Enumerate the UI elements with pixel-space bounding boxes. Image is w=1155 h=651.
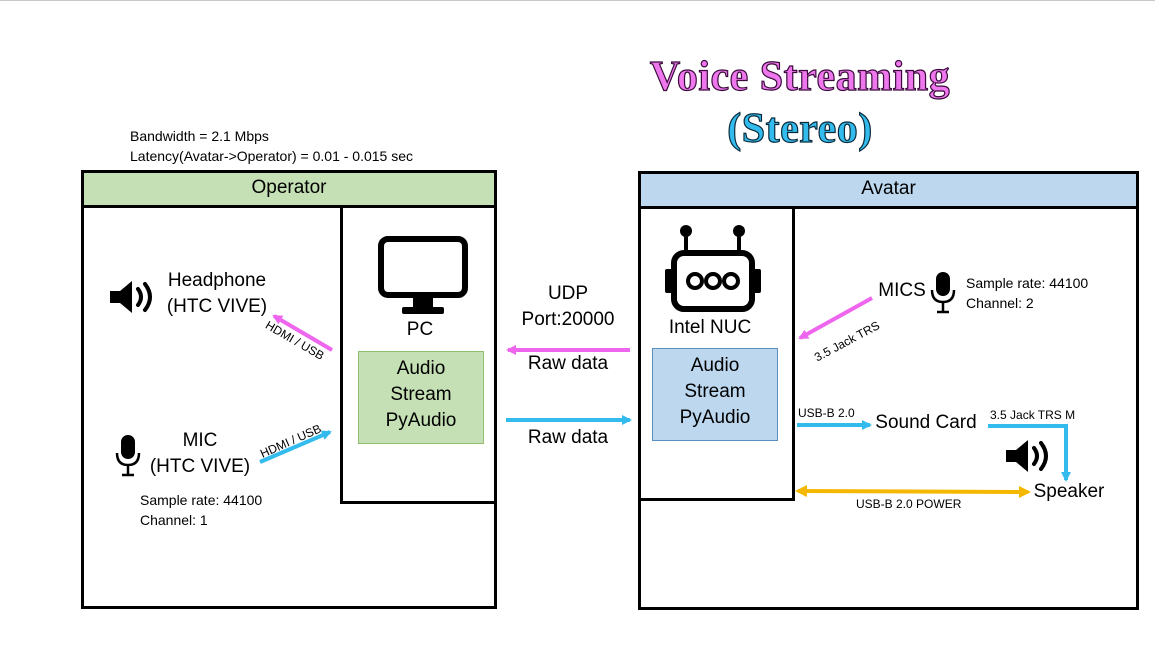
pc-box: [340, 205, 497, 504]
speaker-icon-avatar: [1004, 437, 1052, 480]
headphone-name: Headphone: [167, 270, 267, 291]
microphone-icon-operator: [114, 433, 142, 482]
raw-data-to-avatar-label: Raw data: [527, 427, 609, 448]
operator-header: Operator: [84, 173, 494, 208]
arrow-sound-card-to-speaker: [988, 424, 1071, 482]
sound-card-label: Sound Card: [875, 412, 977, 433]
avatar-mics-name: MICS: [878, 280, 926, 301]
usb-power-label: USB-B 2.0 POWER: [856, 497, 962, 511]
operator-stack-line-2: Stream: [390, 384, 452, 405]
avatar-mics-channel: Channel: 2: [966, 295, 1034, 311]
arrow-mics-to-nuc: [798, 296, 873, 340]
operator-mic-channel: Channel: 1: [140, 512, 208, 528]
operator-header-label: Operator: [251, 177, 327, 198]
latency-note: Latency(Avatar->Operator) = 0.01 - 0.015…: [130, 148, 414, 164]
port-label: Port:20000: [521, 309, 615, 330]
avatar-stack-line-1: Audio: [690, 355, 740, 376]
arrow-mic-to-pc: [259, 430, 332, 464]
operator-audio-stack: Audio Stream PyAudio: [358, 351, 484, 444]
monitor-icon: [378, 236, 468, 323]
avatar-stack-line-2: Stream: [684, 381, 746, 402]
bandwidth-note: Bandwidth = 2.1 Mbps: [130, 128, 269, 144]
speaker-icon-headphone: [108, 278, 156, 321]
microphone-icon-avatar: [929, 270, 957, 319]
diagram-subtitle: (Stereo): [727, 105, 873, 152]
avatar-header-label: Avatar: [861, 178, 916, 199]
operator-stack-line-3: PyAudio: [385, 410, 457, 431]
udp-label: UDP: [547, 283, 589, 304]
intel-nuc-label: Intel NUC: [668, 317, 752, 338]
avatar-header: Avatar: [641, 174, 1136, 209]
operator-mic-sample-rate: Sample rate: 44100: [140, 492, 263, 508]
jack-trs-m-label: 3.5 Jack TRS M: [990, 408, 1076, 422]
arrow-usb-power: [795, 485, 1031, 498]
headphone-model: (HTC VIVE): [166, 296, 268, 317]
arrow-pc-to-headphone: [272, 314, 334, 352]
avatar-audio-stack: Audio Stream PyAudio: [652, 348, 778, 441]
avatar-mics-sample-rate: Sample rate: 44100: [966, 275, 1089, 291]
top-border: [0, 0, 1155, 1]
operator-stack-line-1: Audio: [396, 358, 446, 379]
operator-mic-name: MIC: [182, 430, 218, 451]
avatar-stack-line-3: PyAudio: [679, 407, 751, 428]
robot-icon: [664, 223, 762, 320]
operator-mic-model: (HTC VIVE): [149, 456, 251, 477]
intel-nuc-box: [638, 206, 795, 501]
raw-data-to-operator-label: Raw data: [527, 353, 609, 374]
pc-label: PC: [406, 319, 434, 340]
usb-b-label: USB-B 2.0: [798, 406, 855, 420]
diagram-title: Voice Streaming: [649, 53, 951, 100]
speaker-label: Speaker: [1033, 481, 1105, 502]
